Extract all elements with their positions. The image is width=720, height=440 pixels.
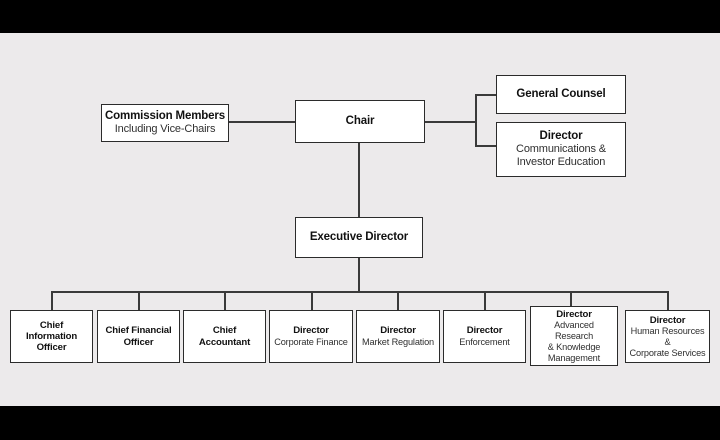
node-chair[interactable]: Chair: [295, 100, 425, 143]
node-division-7-subtitle: Advanced Research & Knowledge Management: [547, 319, 601, 363]
connector-chair-right-stub: [425, 121, 476, 123]
node-division-human-resources[interactable]: Director Human Resources & Corporate Ser…: [625, 310, 710, 363]
node-division-4-subtitle: Corporate Finance: [274, 336, 348, 347]
node-executive-director[interactable]: Executive Director: [295, 217, 423, 258]
connector-drop-division-3: [224, 291, 226, 310]
node-commission-members[interactable]: Commission Members Including Vice-Chairs: [101, 104, 229, 142]
node-director-communications-subtitle: Communications & Investor Education: [516, 143, 606, 169]
node-division-chief-accountant[interactable]: Chief Accountant: [183, 310, 266, 363]
connector-drop-division-5: [397, 291, 399, 310]
node-commission-members-title: Commission Members: [105, 109, 225, 122]
node-division-3-title2: Accountant: [198, 336, 251, 348]
connector-commission-to-chair: [229, 121, 295, 123]
node-commission-members-subtitle: Including Vice-Chairs: [114, 123, 216, 136]
node-general-counsel-title: General Counsel: [516, 87, 606, 100]
node-division-5-title: Director: [380, 325, 416, 337]
connector-executive-director-down: [358, 258, 360, 292]
connector-drop-division-2: [138, 291, 140, 310]
node-division-8-subtitle: Human Resources & Corporate Services: [629, 325, 706, 358]
connector-division-bus: [51, 291, 669, 293]
node-division-1-title: Chief Information: [25, 319, 78, 342]
connector-drop-division-7: [570, 291, 572, 310]
node-division-market-regulation[interactable]: Director Market Regulation: [356, 310, 440, 363]
node-division-corporate-finance[interactable]: Director Corporate Finance: [269, 310, 353, 363]
node-director-communications-title: Director: [539, 129, 583, 142]
node-division-2-title: Chief Financial: [105, 325, 172, 337]
node-division-chief-information-officer[interactable]: Chief Information Officer: [10, 310, 93, 363]
node-chair-title: Chair: [345, 114, 375, 127]
connector-drop-division-4: [311, 291, 313, 310]
connector-bus-to-general-counsel: [475, 94, 497, 96]
node-division-enforcement[interactable]: Director Enforcement: [443, 310, 526, 363]
node-division-5-subtitle: Market Regulation: [361, 336, 434, 347]
connector-drop-division-6: [484, 291, 486, 310]
connector-right-vertical-bus: [475, 94, 477, 146]
node-division-1-title2: Officer: [36, 342, 67, 354]
node-division-3-title: Chief: [212, 325, 237, 337]
letterbox-bottom: [0, 406, 720, 440]
letterbox-top: [0, 0, 720, 33]
node-division-2-title2: Officer: [123, 336, 154, 348]
node-division-chief-financial-officer[interactable]: Chief Financial Officer: [97, 310, 180, 363]
node-director-communications[interactable]: Director Communications & Investor Educa…: [496, 122, 626, 177]
node-division-7-title: Director: [556, 308, 592, 320]
node-general-counsel[interactable]: General Counsel: [496, 75, 626, 114]
connector-drop-division-8: [667, 291, 669, 310]
node-executive-director-title: Executive Director: [309, 230, 409, 243]
node-division-8-title: Director: [649, 314, 686, 326]
node-division-6-title: Director: [466, 325, 503, 337]
node-division-6-subtitle: Enforcement: [459, 336, 510, 347]
node-division-advanced-research[interactable]: Director Advanced Research & Knowledge M…: [530, 306, 618, 366]
connector-drop-division-1: [51, 291, 53, 310]
connector-chair-to-executive-director: [358, 143, 360, 218]
connector-bus-to-communications: [475, 145, 497, 147]
node-division-4-title: Director: [293, 325, 329, 337]
